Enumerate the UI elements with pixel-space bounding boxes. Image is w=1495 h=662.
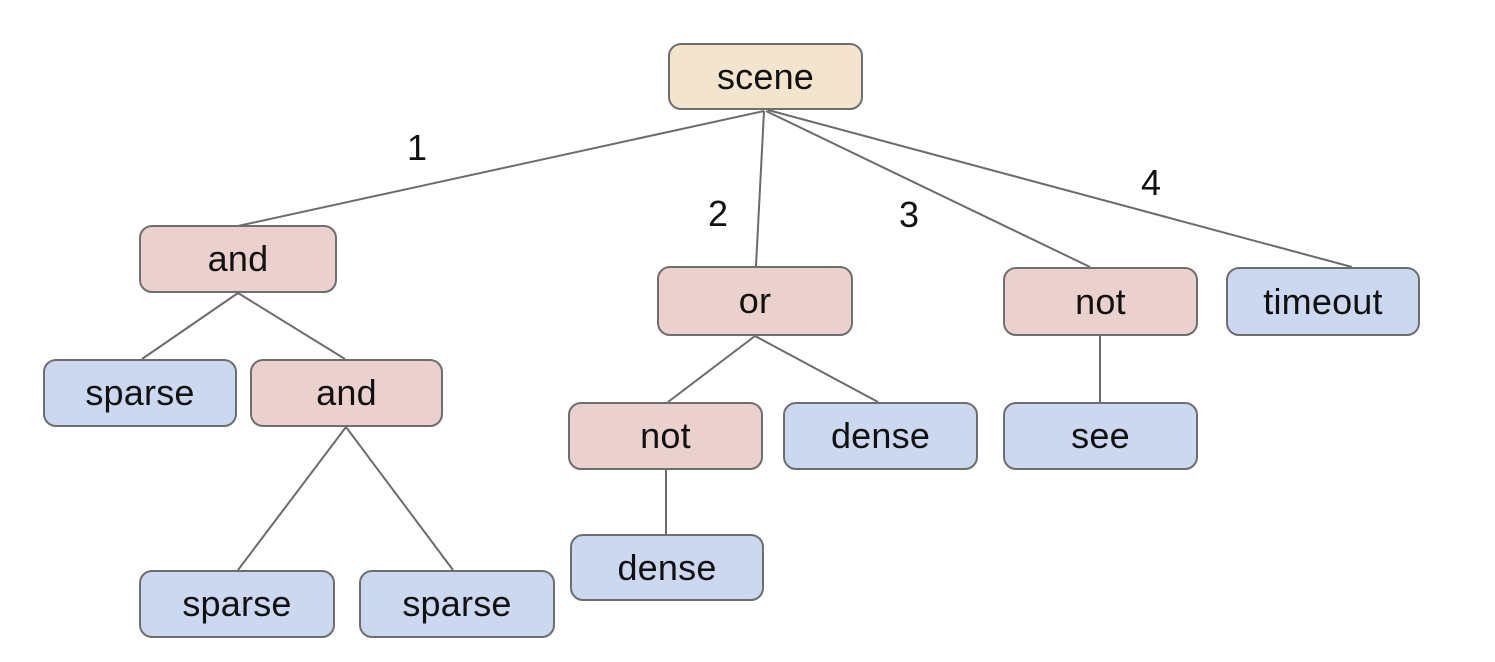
- node-sparse-1: sparse: [43, 359, 237, 427]
- edge-label-3: 3: [898, 194, 920, 235]
- node-sparse-2: sparse: [139, 570, 335, 638]
- node-see-1: see: [1003, 402, 1198, 470]
- node-and-1: and: [139, 225, 337, 293]
- edge-label-2: 2: [707, 193, 729, 234]
- node-dense-2: dense: [570, 534, 764, 601]
- node-not-2: not: [568, 402, 763, 470]
- edge-and-2-to-sparse-2: [237, 426, 347, 571]
- node-or-1: or: [657, 266, 853, 336]
- edge-and-1-to-sparse-1: [141, 292, 239, 360]
- edge-and-1-to-and-2: [237, 292, 346, 360]
- node-sparse-3: sparse: [359, 570, 555, 638]
- edge-or-1-to-dense-1: [754, 335, 879, 403]
- edge-or-1-to-not-2: [667, 335, 756, 403]
- edge-label-1: 1: [406, 127, 428, 168]
- edge-label-4: 4: [1140, 162, 1162, 203]
- edge-and-2-to-sparse-3: [345, 426, 454, 571]
- edge-scene-to-not-1: [765, 110, 1091, 268]
- node-timeout-1: timeout: [1226, 267, 1420, 336]
- node-and-2: and: [250, 359, 443, 427]
- edge-scene-to-timeout-1: [767, 109, 1353, 268]
- edge-scene-to-and-1: [237, 110, 765, 227]
- edge-scene-to-or-1: [755, 110, 765, 267]
- node-not-1: not: [1003, 267, 1198, 336]
- node-scene: scene: [668, 43, 863, 110]
- node-dense-1: dense: [783, 402, 978, 470]
